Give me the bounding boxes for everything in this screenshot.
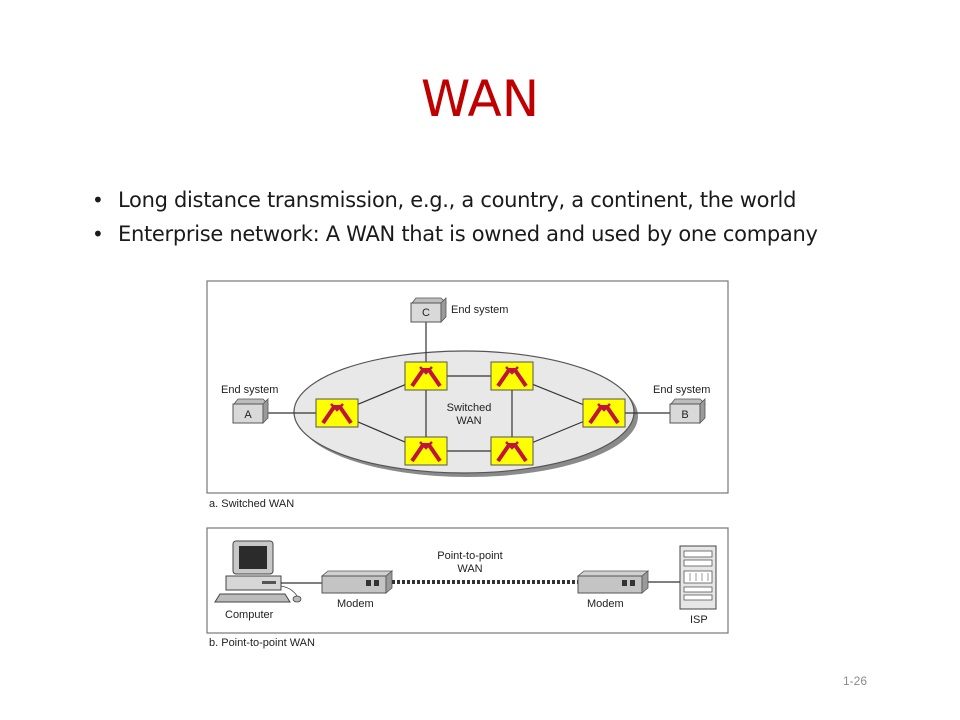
device-label: Computer: [225, 609, 274, 621]
device-label: Modem: [337, 598, 374, 610]
node-label: A: [244, 409, 252, 421]
slide-number: 1-26: [842, 674, 867, 688]
bullet-list: Long distance transmission, e.g., a coun…: [92, 183, 818, 251]
point-to-point-panel: Computer Modem Point-to-point WAN Modem: [206, 527, 729, 649]
wan-switch: [581, 397, 627, 429]
node-label: B: [681, 409, 688, 421]
end-system-label: End system: [451, 304, 508, 316]
modem-icon: [320, 570, 394, 594]
end-system-b: B: [669, 398, 706, 424]
device-label: Modem: [587, 598, 624, 610]
bullet-item: Long distance transmission, e.g., a coun…: [92, 183, 818, 217]
slide-title: WAN: [420, 70, 540, 128]
link-label: WAN: [457, 563, 482, 575]
wan-switch: [403, 360, 449, 392]
wan-switch: [403, 435, 449, 467]
wan-switch: [489, 360, 535, 392]
wan-switch: [489, 435, 535, 467]
node-label: C: [422, 307, 430, 319]
cloud-label: WAN: [456, 415, 481, 427]
end-system-a: A: [232, 398, 269, 424]
modem-icon: [576, 570, 650, 594]
end-system-c: C: [410, 297, 447, 323]
wan-switch: [314, 397, 360, 429]
link-label: Point-to-point: [437, 550, 502, 562]
panel-caption: b. Point-to-point WAN: [209, 637, 315, 649]
end-system-label: End system: [221, 384, 278, 396]
bullet-item: Enterprise network: A WAN that is owned …: [92, 217, 818, 251]
end-system-label: End system: [653, 384, 710, 396]
switched-wan-panel: Switched WAN C End system A End system B…: [206, 280, 729, 510]
computer-icon: [214, 540, 302, 603]
device-label: ISP: [690, 614, 708, 626]
panel-caption: a. Switched WAN: [209, 498, 294, 510]
cloud-label: Switched: [447, 402, 492, 414]
isp-server-icon: [679, 545, 717, 610]
